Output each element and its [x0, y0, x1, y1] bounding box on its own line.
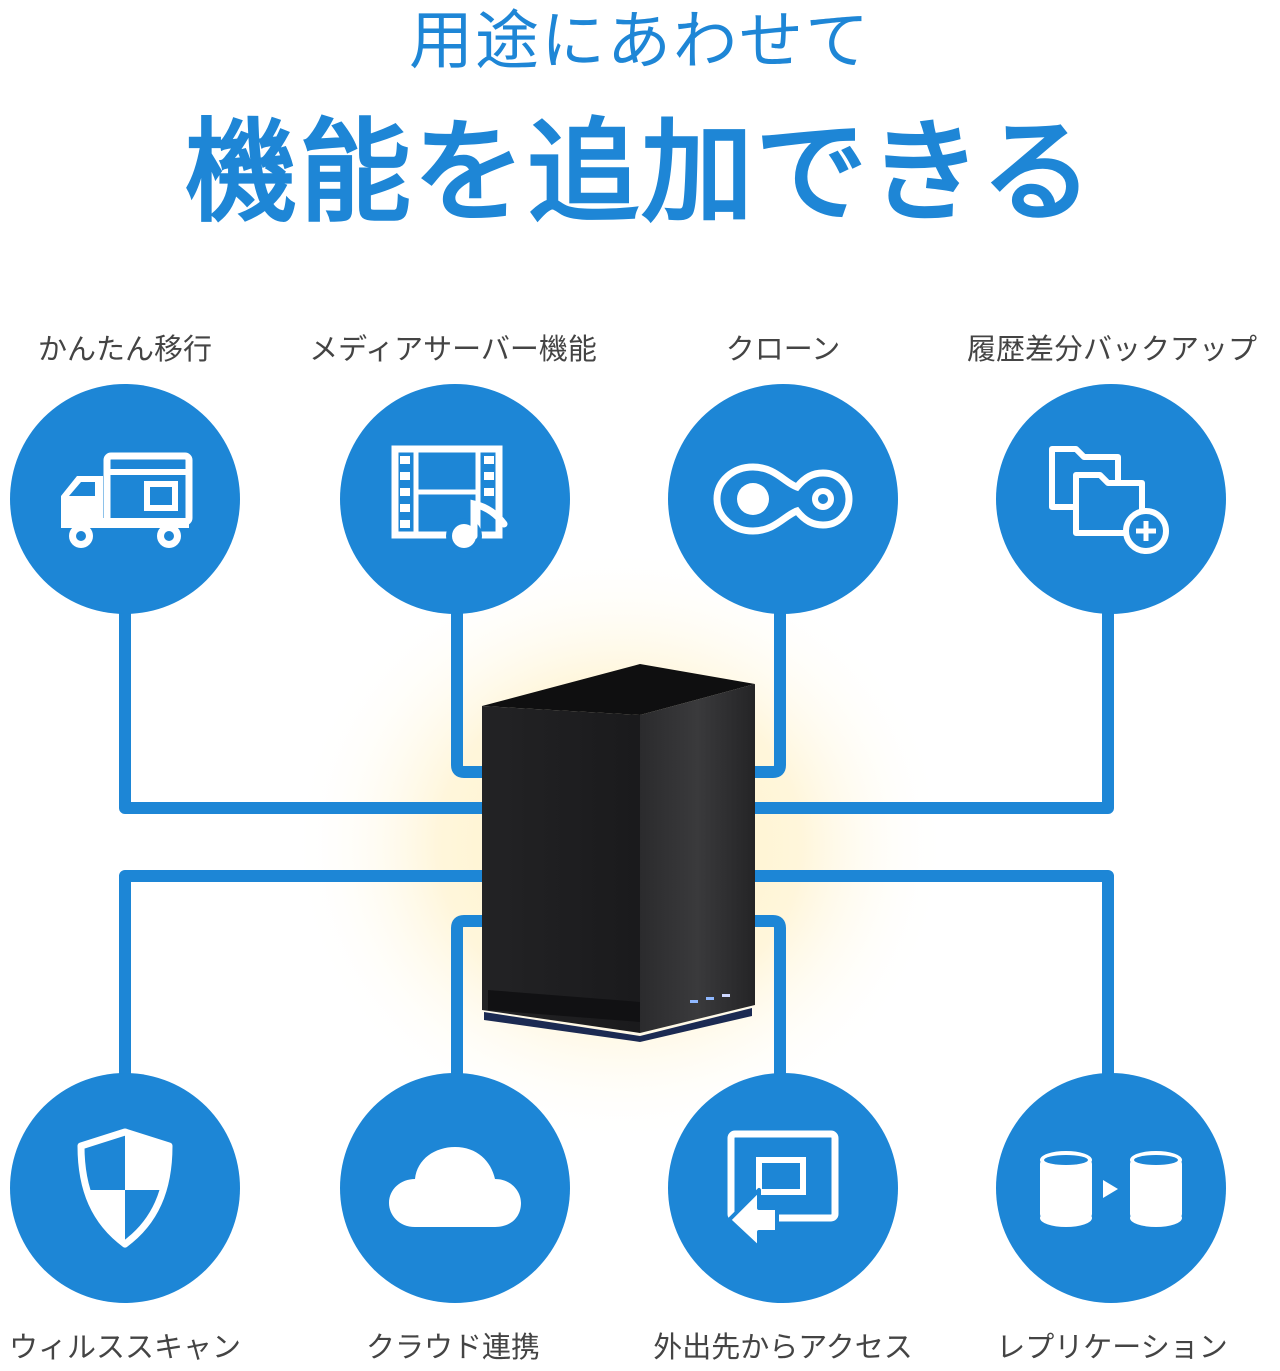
feature-differential-backup[interactable] [996, 384, 1226, 614]
feature-virus-scan[interactable] [10, 1073, 240, 1303]
feature-media-server[interactable] [340, 384, 570, 614]
connector-top-4 [734, 604, 1114, 814]
feature-clone[interactable] [668, 384, 898, 614]
connector-bottom-4 [734, 870, 1114, 1081]
headline-line-1: 用途にあわせて [409, 5, 871, 79]
nas-top [482, 664, 755, 715]
nas-device [482, 664, 755, 1042]
truck-icon [61, 452, 193, 548]
feature-replication[interactable] [996, 1073, 1226, 1303]
feature-remote-access[interactable] [668, 1073, 898, 1303]
folders-plus-icon [1049, 446, 1169, 554]
nas-front-bezel [488, 990, 640, 1022]
cloud-icon [389, 1147, 521, 1227]
feature-label-cloud-link: クラウド連携 [365, 1330, 540, 1364]
feature-label-easy-migration: かんたん移行 [37, 332, 212, 366]
connector-bottom-2 [451, 915, 506, 1081]
connector-bottom-1 [119, 870, 506, 1081]
feature-label-replication: レプリケーション [996, 1330, 1228, 1364]
nas-side [640, 684, 755, 1033]
connector-lines [119, 604, 1114, 1081]
feature-label-remote-access: 外出先からアクセス [653, 1330, 913, 1364]
feature-cloud-link[interactable] [340, 1073, 570, 1303]
feature-label-differential-backup: 履歴差分バックアップ [966, 332, 1257, 366]
nas-front [482, 706, 640, 1033]
feature-easy-migration[interactable] [10, 384, 240, 614]
remote-access-icon [727, 1130, 839, 1248]
headline-line-2: 機能を追加できる [185, 107, 1095, 238]
nas-base [484, 1008, 752, 1042]
shield-icon [77, 1128, 173, 1248]
connector-top-1 [119, 604, 506, 814]
film-music-icon [391, 445, 508, 554]
feature-label-clone: クローン [725, 332, 841, 366]
feature-label-virus-scan: ウィルススキャン [8, 1330, 241, 1364]
nas-status-led-3 [722, 994, 730, 997]
clone-icon [713, 463, 853, 535]
connector-top-2 [451, 604, 506, 778]
replication-icon [1040, 1151, 1182, 1227]
nas-status-led-1 [690, 1000, 698, 1003]
feature-label-media-server: メディアサーバー機能 [309, 332, 597, 366]
nas-status-led-2 [706, 997, 714, 1000]
connector-bottom-3 [734, 915, 786, 1081]
connector-top-3 [734, 604, 786, 778]
